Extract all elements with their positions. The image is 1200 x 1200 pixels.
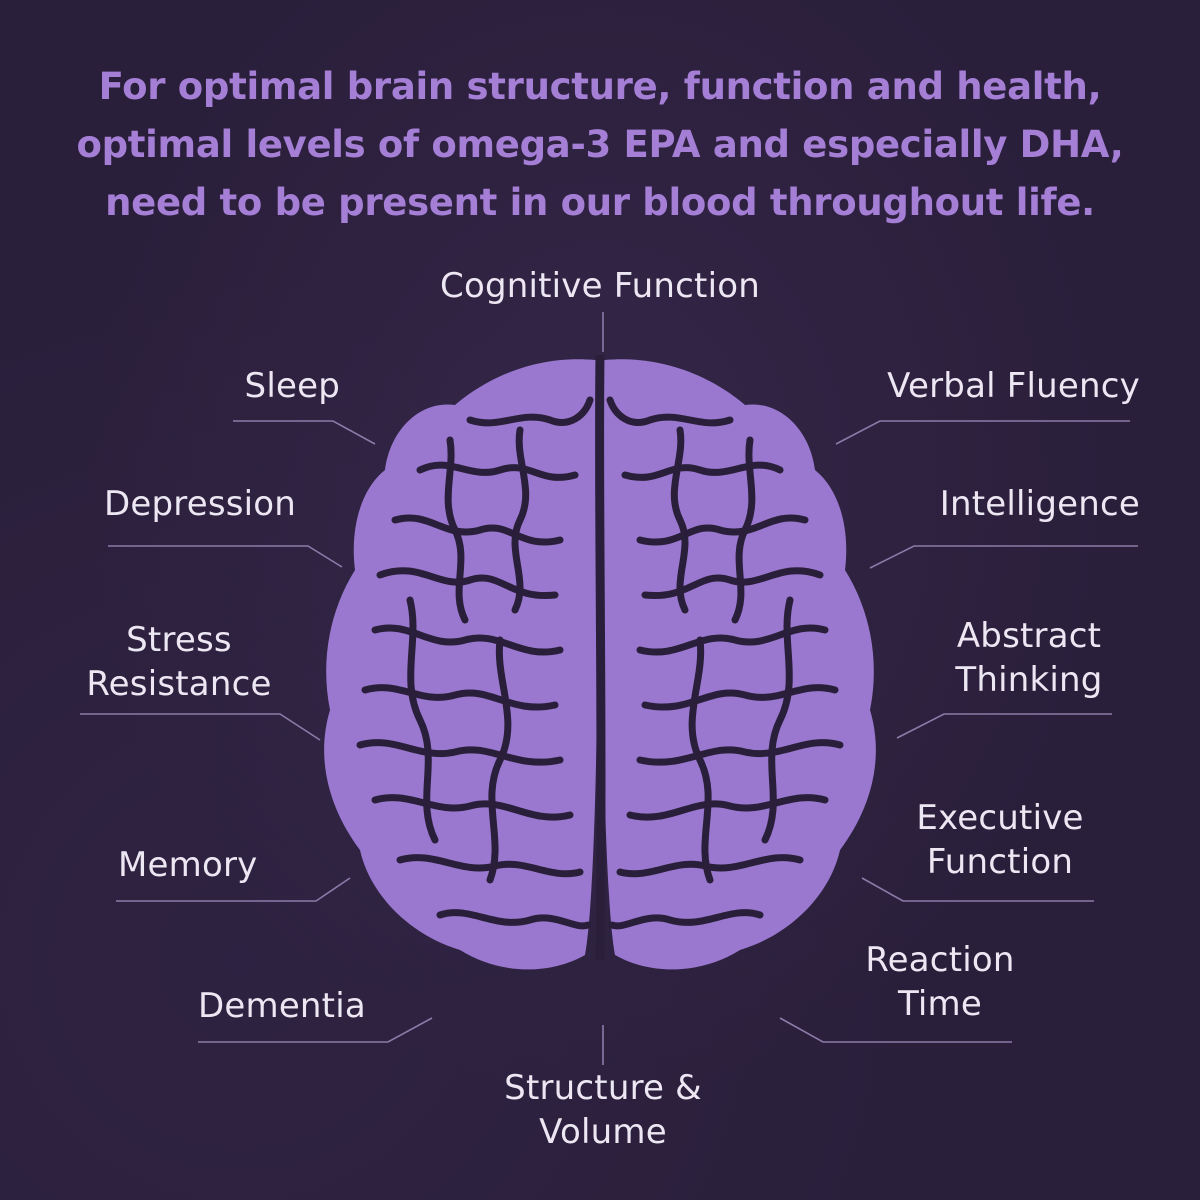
label-stress-resistance: Stress Resistance [86, 620, 272, 704]
brain-left-hemisphere [324, 359, 599, 970]
leader-stress-resistance [80, 713, 321, 741]
leader-abstract-thinking [896, 713, 1112, 739]
leader-reaction-time [779, 1017, 1012, 1043]
label-sleep: Sleep [244, 366, 340, 406]
label-executive-function: Executive Function [916, 798, 1084, 882]
label-abstract-thinking: Abstract Thinking [955, 616, 1103, 700]
leader-depression [108, 545, 343, 568]
label-memory: Memory [118, 845, 258, 885]
label-reaction-time: Reaction Time [865, 940, 1015, 1024]
brain-fissure [595, 354, 606, 961]
label-structure-volume: Structure & Volume [504, 1068, 702, 1152]
headline: For optimal brain structure, function an… [0, 58, 1200, 232]
label-intelligence: Intelligence [939, 484, 1140, 524]
label-dementia: Dementia [198, 986, 366, 1026]
leader-intelligence [869, 545, 1138, 569]
label-depression: Depression [104, 484, 297, 524]
leader-dementia [198, 1017, 433, 1043]
leader-verbal-fluency [835, 420, 1130, 445]
headline-line-2: optimal levels of omega-3 EPA and especi… [76, 123, 1124, 166]
headline-line-1: For optimal brain structure, function an… [98, 65, 1102, 108]
label-cognitive-function: Cognitive Function [440, 266, 760, 306]
leader-executive-function [861, 877, 1094, 902]
brain-right-hemisphere [601, 359, 876, 970]
label-verbal-fluency: Verbal Fluency [887, 366, 1140, 406]
leader-sleep [233, 420, 376, 445]
headline-line-3: need to be present in our blood througho… [105, 181, 1095, 224]
leader-memory [116, 877, 351, 902]
